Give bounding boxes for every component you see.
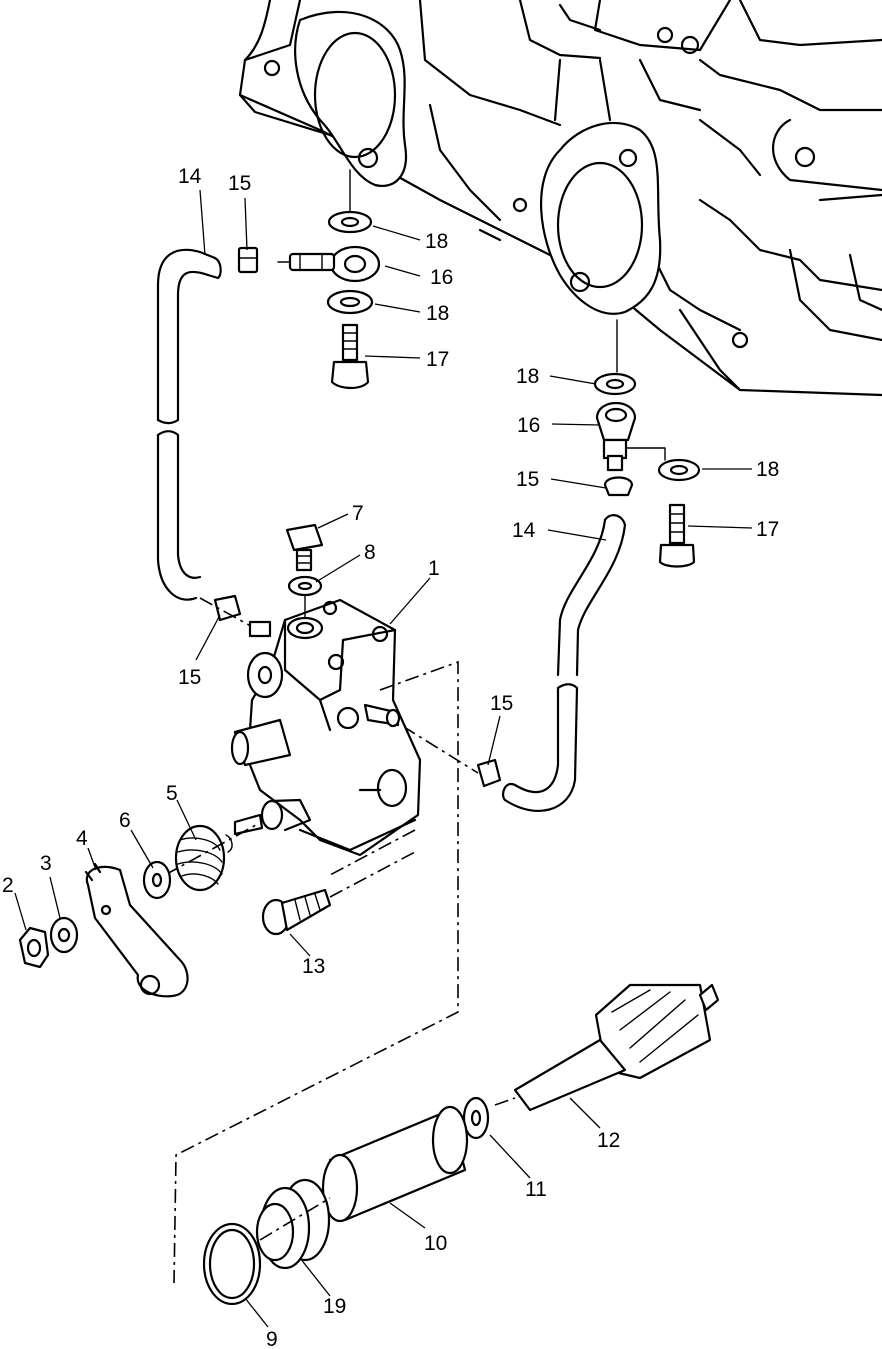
sealing-washer-18b — [326, 289, 374, 315]
callout-19: 19 — [323, 1295, 346, 1318]
nut-2 — [18, 926, 50, 969]
oil-pump-sleeve-10 — [321, 1105, 469, 1223]
callout-13: 13 — [302, 955, 325, 978]
banjo-bolt-17a — [330, 323, 370, 390]
callout-15b: 15 — [516, 468, 539, 491]
lower-right-fitting-stack — [593, 319, 701, 568]
callout-4: 4 — [76, 827, 88, 850]
banjo-bolt-7 — [285, 523, 324, 572]
callout-18c: 18 — [516, 365, 539, 388]
banjo-bolt-17b — [658, 503, 696, 568]
banjo-fitting-16a — [277, 245, 381, 283]
callout-14a: 14 — [178, 165, 202, 188]
callout-11: 11 — [525, 1178, 547, 1201]
callout-8: 8 — [364, 541, 376, 564]
callout-15a: 15 — [228, 172, 251, 195]
callout-18d: 18 — [756, 458, 779, 481]
seal-ring-19 — [255, 1178, 331, 1270]
callout-3: 3 — [40, 852, 52, 875]
callout-10: 10 — [424, 1232, 447, 1255]
lock-washer-3 — [49, 916, 79, 954]
callout-18b: 18 — [426, 302, 449, 325]
callout-15c: 15 — [178, 666, 201, 689]
callout-16b: 16 — [517, 414, 540, 437]
return-spring-5 — [164, 824, 257, 892]
callout-15d: 15 — [490, 692, 513, 715]
control-lever-4 — [84, 862, 189, 998]
hose-clamp-15a — [237, 246, 259, 274]
callout-labels: 14 15 18 16 18 17 18 16 15 18 14 17 7 8 … — [2, 165, 779, 1349]
engine-cylinder-block — [238, 0, 882, 397]
exploded-view-boundary — [173, 660, 459, 1284]
o-ring-9 — [202, 1222, 262, 1306]
callout-6: 6 — [119, 809, 131, 832]
callout-1: 1 — [428, 557, 440, 580]
callout-17a: 17 — [426, 348, 449, 371]
banjo-fitting-16b — [595, 402, 666, 472]
sealing-washer-18c — [593, 372, 637, 396]
callout-18a: 18 — [425, 230, 448, 253]
upper-left-fitting-stack — [277, 169, 381, 390]
callout-12: 12 — [597, 1129, 620, 1152]
washer-6 — [142, 860, 172, 900]
drive-gear-shaft-12 — [494, 983, 720, 1112]
callout-5: 5 — [166, 782, 178, 805]
callout-16a: 16 — [430, 266, 453, 289]
callout-2: 2 — [2, 874, 14, 897]
callout-7: 7 — [352, 502, 364, 525]
oil-pump-body-1 — [230, 598, 422, 857]
washer-8 — [287, 575, 323, 619]
sealing-washer-18d — [657, 458, 701, 482]
sealing-washer-18a — [327, 210, 373, 234]
hose-clamp-15c — [199, 594, 259, 631]
leader-lines — [14, 189, 753, 1328]
callout-14b: 14 — [512, 519, 536, 542]
callout-9: 9 — [266, 1328, 278, 1349]
oil-line-14b — [501, 514, 627, 812]
oil-line-14a — [156, 248, 222, 601]
hose-clamp-15b — [603, 476, 634, 497]
washer-11 — [462, 1096, 490, 1140]
callout-17b: 17 — [756, 518, 779, 541]
screw-13 — [261, 851, 416, 936]
